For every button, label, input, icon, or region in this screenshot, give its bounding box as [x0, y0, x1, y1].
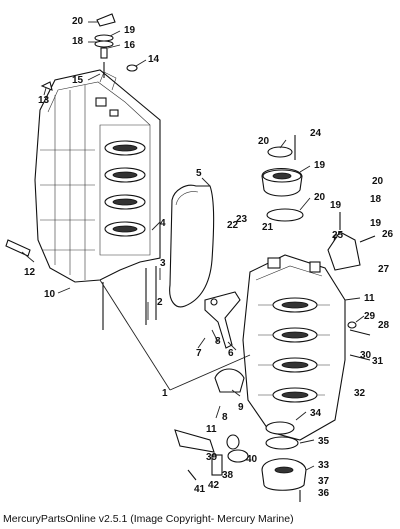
crankcase-cover-right [242, 254, 346, 441]
callout-38: 34 [310, 408, 322, 419]
callout-13: 12 [24, 267, 36, 278]
callout-31: 27 [378, 264, 390, 275]
callout-24: 20 [258, 136, 270, 147]
callout-18b: 18 [370, 194, 382, 205]
callout-27: 23 [236, 214, 248, 225]
callout-28: 24 [310, 128, 322, 139]
callout-9: 9 [238, 402, 244, 413]
seal-carrier [214, 368, 245, 393]
callout-22: 19 [314, 160, 326, 171]
callout-32: 28 [378, 320, 390, 331]
callout-16: 15 [72, 75, 84, 86]
callout-6: 6 [228, 348, 234, 359]
lower-end-cap [261, 421, 307, 502]
callout-33: 29 [364, 311, 376, 322]
callout-2: 2 [157, 297, 163, 308]
callout-39: 35 [318, 436, 330, 447]
callout-labels: 20 19 18 16 15 14 13 12 10 1 2 3 4 5 22 … [24, 16, 394, 499]
upper-end-cap [261, 135, 304, 222]
callout-18: 18 [72, 36, 84, 47]
water-fitting [174, 429, 249, 481]
gasket [169, 184, 215, 308]
callout-21: 19 [370, 218, 382, 229]
image-caption: MercuryPartsOnline v2.5.1 (Image Copyrig… [3, 513, 294, 525]
callout-25: 21 [262, 222, 274, 233]
callout-43: 39 [206, 452, 218, 463]
callout-15: 14 [148, 54, 160, 65]
callout-23: 20 [314, 192, 326, 203]
callout-12: 11 [364, 293, 375, 304]
callout-37: 33 [318, 460, 330, 471]
callout-26: 22 [227, 220, 239, 231]
callout-30: 26 [382, 229, 394, 240]
callout-10: 11 [206, 424, 217, 435]
callout-8a: 8 [215, 336, 221, 347]
callout-40: 36 [318, 488, 330, 499]
callout-20: 20 [72, 16, 84, 27]
cylinder-block-left [34, 69, 161, 330]
callout-7: 7 [196, 348, 202, 359]
callout-35: 31 [372, 356, 384, 367]
callout-19: 19 [124, 25, 136, 36]
callout-41: 37 [318, 476, 330, 487]
callout-3: 3 [160, 258, 166, 269]
top-left-hardware [40, 13, 138, 91]
callout-29: 25 [332, 230, 344, 241]
dowel-pin [5, 239, 31, 257]
callout-42: 38 [222, 470, 234, 481]
callout-44: 40 [246, 454, 258, 465]
callout-45: 41 [194, 484, 206, 495]
leader-lines [21, 21, 365, 471]
callout-14: 13 [38, 95, 50, 106]
callout-4: 4 [160, 218, 166, 229]
callout-5: 5 [196, 168, 202, 179]
callout-36: 32 [354, 388, 366, 399]
fasteners [327, 212, 376, 361]
callout-11: 10 [44, 289, 56, 300]
callout-20b: 20 [372, 176, 384, 187]
callout-19b: 19 [330, 200, 342, 211]
callout-17: 16 [124, 40, 136, 51]
linkage-bracket [204, 291, 241, 349]
callout-34: 30 [360, 350, 372, 361]
callout-1: 1 [162, 388, 168, 399]
callout-46: 42 [208, 480, 220, 491]
callout-8b: 8 [222, 412, 228, 423]
